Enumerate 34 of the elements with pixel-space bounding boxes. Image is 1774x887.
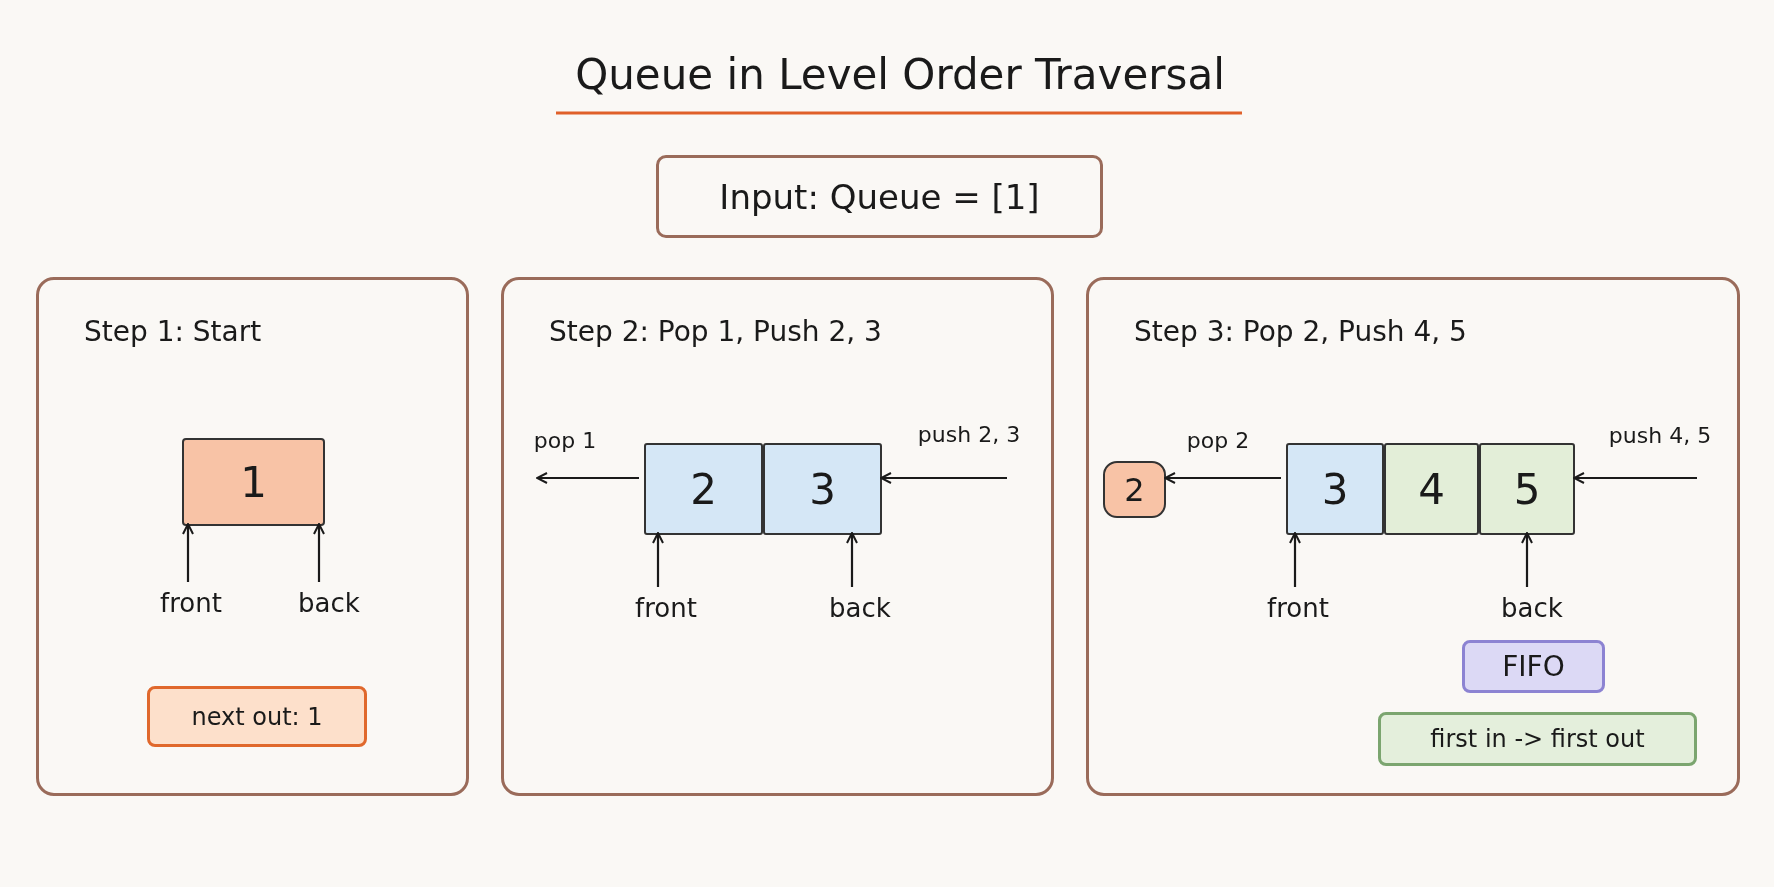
- queue-cell: 3: [763, 443, 882, 535]
- arrow: [880, 472, 1007, 484]
- diagram-title: Queue in Level Order Traversal: [574, 49, 1226, 101]
- pointer-label: front: [146, 586, 236, 620]
- arrow: [652, 532, 664, 587]
- input-box: Input: Queue = [1]: [656, 155, 1103, 238]
- step-panel: [501, 277, 1054, 796]
- step-panel: [1086, 277, 1740, 796]
- arrow: [1573, 472, 1697, 484]
- arrow: [313, 523, 325, 582]
- note-tag: first in -> first out: [1378, 712, 1697, 766]
- popped-item: 2: [1103, 461, 1166, 518]
- arrow: [1164, 472, 1281, 484]
- queue-cell: 3: [1286, 443, 1384, 535]
- arrow: [182, 523, 194, 582]
- arrow: [1289, 532, 1301, 587]
- arrow: [846, 532, 858, 587]
- fifo-tag: FIFO: [1462, 640, 1605, 693]
- queue-cell: 5: [1479, 443, 1575, 535]
- queue-cell: 2: [644, 443, 763, 535]
- pointer-label: back: [284, 586, 374, 620]
- arrow: [536, 472, 639, 484]
- panel-heading: Step 3: Pop 2, Push 4, 5: [1134, 315, 1467, 348]
- queue-cell: 1: [182, 438, 325, 526]
- pointer-label: front: [1253, 591, 1343, 625]
- panel-heading: Step 1: Start: [84, 315, 262, 348]
- next-out-tag: next out: 1: [147, 686, 367, 747]
- step-panel: [36, 277, 469, 796]
- pointer-label: back: [815, 591, 905, 625]
- arrow: [1521, 532, 1533, 587]
- pointer-label: back: [1487, 591, 1577, 625]
- pointer-label: front: [621, 591, 711, 625]
- panel-heading: Step 2: Pop 1, Push 2, 3: [549, 315, 882, 348]
- queue-cell: 4: [1384, 443, 1479, 535]
